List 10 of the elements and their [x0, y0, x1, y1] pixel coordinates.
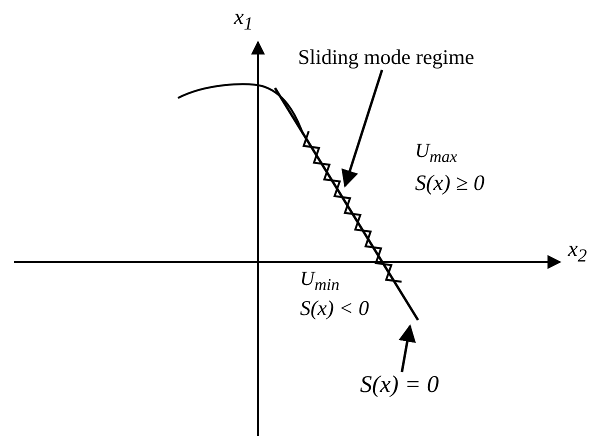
- region-label: U$_{max}$: [415, 140, 458, 167]
- axis-label: x$_{2}$: [568, 236, 587, 266]
- region-condition: S(x) ≥ 0: [415, 170, 484, 196]
- axis-label: x$_{1}$: [234, 4, 253, 34]
- region-condition: S(x) < 0: [300, 296, 369, 321]
- leader-line: [398, 324, 416, 372]
- region-label: U$_{min}$: [300, 268, 340, 295]
- equation-label: S(x) = 0: [360, 372, 439, 399]
- leader-line: [341, 70, 384, 188]
- annotation-text: Sliding mode regime: [298, 45, 474, 70]
